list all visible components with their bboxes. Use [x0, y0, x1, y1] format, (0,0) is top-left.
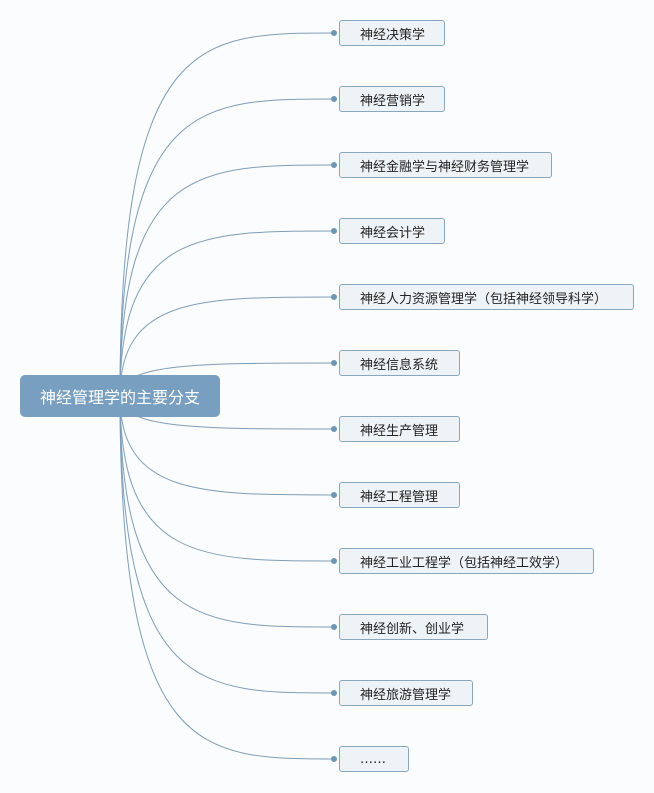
- root-topic-label: 神经管理学的主要分支: [39, 388, 200, 407]
- branch-topic[interactable]: 神经决策学: [339, 20, 445, 46]
- connector-dot: [331, 426, 337, 432]
- connector-line: [119, 395, 335, 694]
- branch-topic[interactable]: ……: [339, 746, 409, 772]
- branch-topic-label: 神经会计学: [360, 225, 426, 241]
- connector-line: [119, 32, 335, 397]
- connector-dot: [331, 162, 337, 168]
- branch-topic-label: 神经信息系统: [360, 357, 439, 373]
- branch-topic[interactable]: 神经旅游管理学: [339, 680, 473, 706]
- connector-dot: [331, 228, 337, 234]
- branch-topic[interactable]: 神经信息系统: [339, 350, 460, 376]
- connector-line: [119, 395, 335, 496]
- connector-line: [119, 395, 335, 628]
- connector-line: [119, 395, 335, 562]
- branch-topic[interactable]: 神经营销学: [339, 86, 445, 112]
- branch-topic[interactable]: 神经会计学: [339, 218, 445, 244]
- connector-dot: [331, 360, 337, 366]
- connector-line: [119, 164, 335, 397]
- branch-topic[interactable]: 神经工业工程学（包括神经工效学）: [339, 548, 594, 574]
- branch-topic-label: 神经决策学: [360, 27, 426, 43]
- connector-dot: [331, 690, 337, 696]
- connector-dot: [331, 96, 337, 102]
- connector-line: [119, 98, 335, 397]
- connector-line: [119, 395, 335, 760]
- branch-topic-label: 神经工业工程学（包括神经工效学）: [360, 555, 569, 571]
- branch-topic-label: 神经旅游管理学: [360, 687, 452, 703]
- connector-line: [119, 230, 335, 397]
- branch-topic-label: 神经金融学与神经财务管理学: [360, 159, 530, 175]
- connector-line: [119, 296, 335, 397]
- branch-topic[interactable]: 神经生产管理: [339, 416, 460, 442]
- branch-topic[interactable]: 神经创新、创业学: [339, 614, 488, 640]
- branch-topic-label: 神经创新、创业学: [360, 621, 465, 637]
- root-topic[interactable]: 神经管理学的主要分支: [20, 375, 220, 417]
- branch-topic-label: ……: [360, 751, 386, 767]
- branch-topic-label: 神经生产管理: [360, 423, 439, 439]
- connector-dot: [331, 294, 337, 300]
- connector-dot: [331, 756, 337, 762]
- connector-dot: [331, 30, 337, 36]
- branch-topic[interactable]: 神经人力资源管理学（包括神经领导科学）: [339, 284, 634, 310]
- branch-topic-label: 神经人力资源管理学（包括神经领导科学）: [360, 291, 608, 307]
- connector-dot: [331, 558, 337, 564]
- connector-dot: [331, 492, 337, 498]
- connector-dot: [331, 624, 337, 630]
- branch-topic[interactable]: 神经金融学与神经财务管理学: [339, 152, 552, 178]
- branch-topic-label: 神经营销学: [360, 93, 426, 109]
- branch-topic[interactable]: 神经工程管理: [339, 482, 460, 508]
- branch-topic-label: 神经工程管理: [360, 489, 439, 505]
